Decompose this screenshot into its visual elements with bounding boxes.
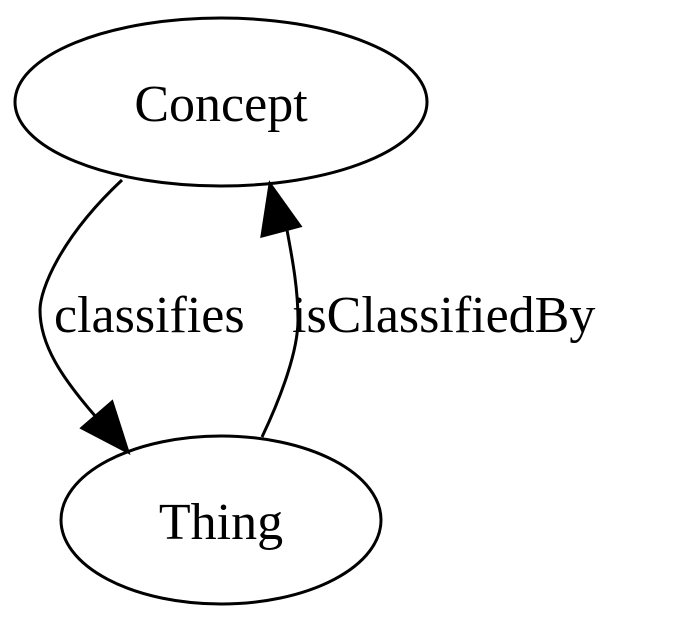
edge-classifies-arrowhead bbox=[79, 399, 131, 456]
node-thing[interactable]: Thing bbox=[59, 434, 383, 606]
node-concept-shape bbox=[13, 16, 429, 188]
edge-is-classified-by-label: isClassifiedBy bbox=[292, 287, 595, 344]
node-thing-label: Thing bbox=[159, 494, 283, 551]
edge-is-classified-by-arrowhead bbox=[260, 180, 303, 239]
node-concept[interactable]: Concept bbox=[13, 16, 429, 188]
edge-is-classified-by[interactable]: isClassifiedBy bbox=[260, 180, 595, 438]
edge-classifies-label: classifies bbox=[54, 287, 245, 344]
node-concept-label: Concept bbox=[134, 76, 308, 133]
node-thing-shape bbox=[59, 434, 383, 606]
edge-is-classified-by-line bbox=[260, 229, 300, 438]
edge-classifies[interactable]: classifies bbox=[38, 178, 245, 456]
edge-classifies-line bbox=[38, 178, 124, 418]
